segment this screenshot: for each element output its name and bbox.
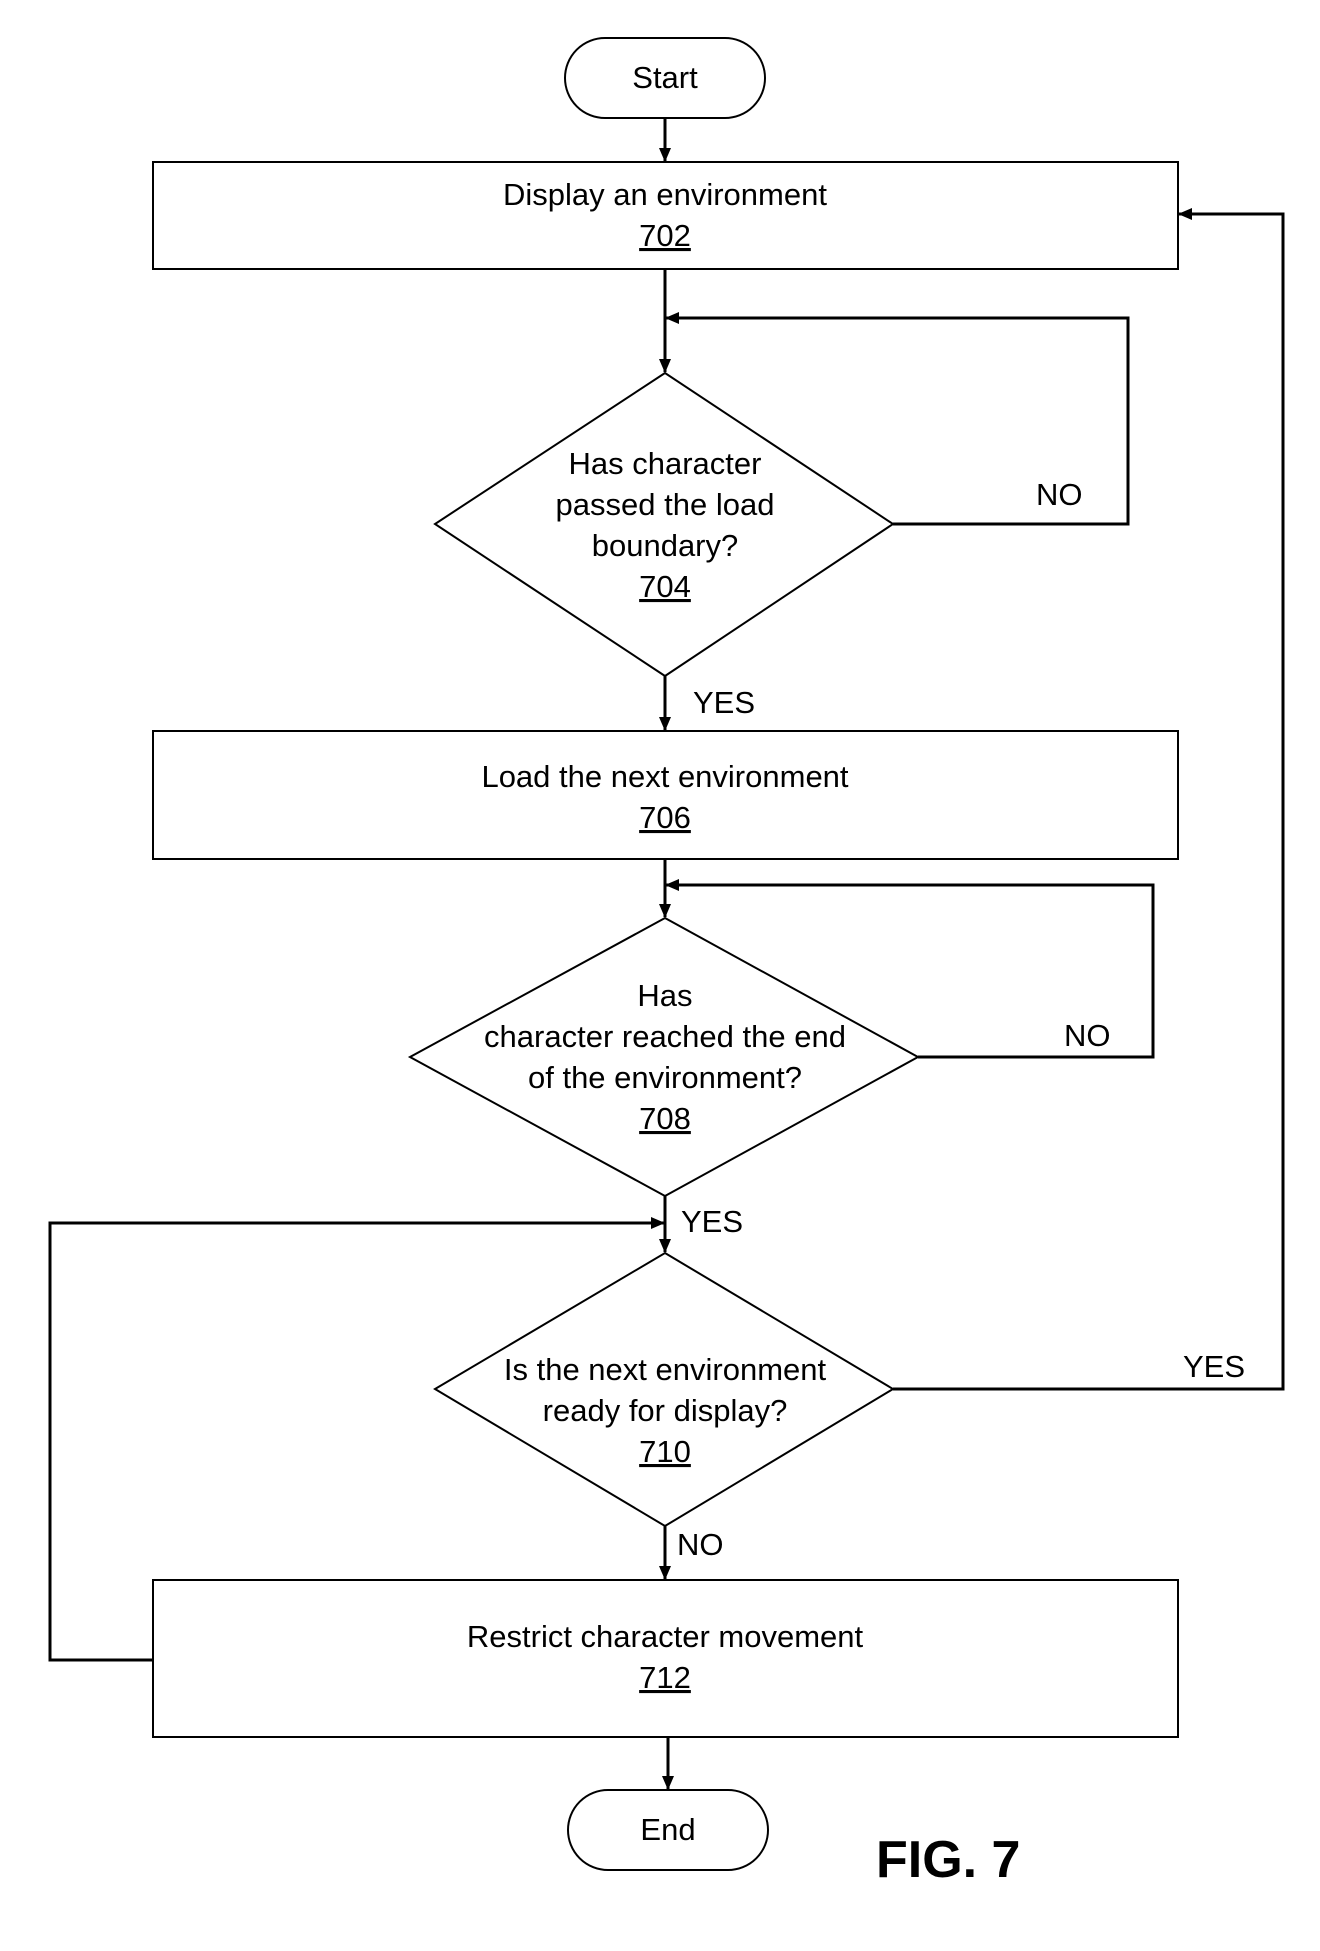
start-label: Start — [632, 60, 698, 95]
decision-710-line-1: Is the next environment — [504, 1352, 827, 1387]
decision-704-line-2: passed the load — [556, 487, 775, 522]
process-702-text: Display an environment — [503, 177, 827, 212]
process-712-ref: 712 — [639, 1660, 691, 1695]
decision-704-ref: 704 — [639, 569, 691, 604]
process-706-text: Load the next environment — [481, 759, 848, 794]
label-708-no: NO — [1064, 1018, 1111, 1053]
arrow-712-back-to-710 — [48, 1217, 665, 1662]
decision-708: Has character reached the end of the env… — [407, 916, 921, 1198]
label-708-yes: YES — [681, 1204, 743, 1239]
end-label: End — [640, 1812, 695, 1847]
decision-708-line-3: of the environment? — [528, 1060, 802, 1095]
process-706-ref: 706 — [639, 800, 691, 835]
decision-710-line-2: ready for display? — [543, 1393, 788, 1428]
decision-710-ref: 710 — [639, 1434, 691, 1469]
arrow-708-no-loop — [665, 879, 1155, 1059]
decision-708-line-2: character reached the end — [484, 1019, 846, 1054]
process-712: Restrict character movement 712 — [152, 1579, 1179, 1738]
process-712-text: Restrict character movement — [467, 1619, 864, 1654]
decision-704-line-3: boundary? — [592, 528, 739, 563]
decision-704-line-1: Has character — [569, 446, 762, 481]
arrow-704-no-loop — [665, 312, 1130, 526]
decision-708-ref: 708 — [639, 1101, 691, 1136]
label-704-yes: YES — [693, 685, 755, 720]
process-702-ref: 702 — [639, 218, 691, 253]
decision-708-line-1: Has — [637, 978, 692, 1013]
end-terminal: End — [567, 1789, 769, 1871]
arrow-710-yes-to-702 — [893, 208, 1285, 1391]
label-710-yes: YES — [1183, 1349, 1245, 1384]
start-terminal: Start — [564, 37, 766, 119]
label-704-no: NO — [1036, 477, 1083, 512]
decision-710: Is the next environment ready for displa… — [433, 1251, 895, 1528]
label-710-no: NO — [677, 1527, 724, 1562]
figure-caption: FIG. 7 — [876, 1831, 1020, 1889]
decision-704: Has character passed the load boundary? … — [433, 371, 895, 678]
process-706: Load the next environment 706 — [152, 730, 1179, 860]
process-702: Display an environment 702 — [152, 161, 1179, 270]
